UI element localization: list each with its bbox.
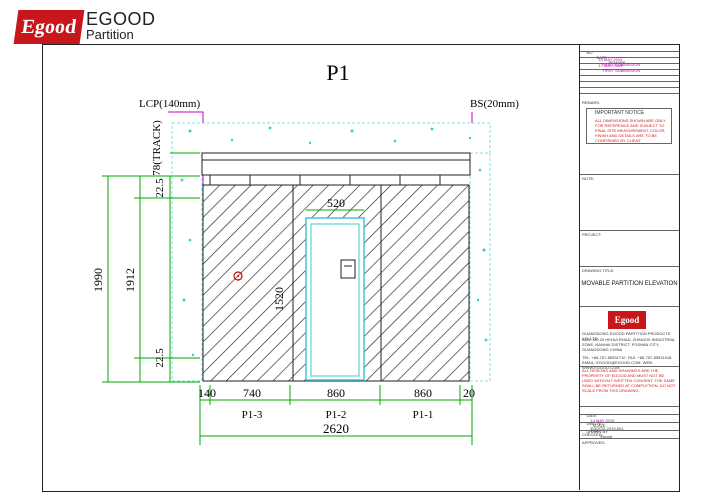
panel-p1-3	[202, 184, 294, 382]
logo-subtitle: Partition	[86, 27, 134, 42]
dim-door-height: 1520	[272, 287, 286, 311]
notice-body: ALL DIMENSIONS SHOWN ARE ONLY FOR REFERE…	[595, 118, 667, 143]
dwg-label: DWG NO.	[586, 421, 605, 426]
notice-box: IMPORTANT NOTICE ALL DIMENSIONS SHOWN AR…	[586, 108, 672, 144]
date-value: 14 MAY 2019	[590, 418, 615, 423]
company-address: ADD: NO.20 HEHUI ROAD, ZHANGXI INDUSTRIA…	[582, 337, 677, 352]
note-label: NOTE:	[582, 176, 595, 181]
drawing-title: P1	[326, 60, 349, 85]
handle-icon	[233, 271, 243, 281]
track	[201, 152, 471, 176]
dwg-value: EGOOD-2019-001	[590, 426, 624, 431]
checked-label: CHECKED:	[582, 432, 603, 437]
approved-label: APPROVED:	[582, 440, 606, 445]
dim-860-a: 860	[327, 386, 345, 400]
remark-label: REMARK:	[582, 100, 601, 105]
dim-track: 78(TRACK)	[151, 120, 163, 176]
company-contact: TEL: +86-757-85931710 FAX: +86-757-85931…	[582, 355, 672, 370]
ceiling-slab	[171, 122, 491, 154]
label-p1-1: P1-1	[413, 409, 434, 421]
dim-total: 2620	[323, 421, 349, 436]
logo-brand: EGOOD	[86, 9, 156, 29]
dim-overall-height: 1990	[91, 268, 105, 292]
panel-p1-1	[380, 184, 470, 382]
rev-date-2: 17 MAY 2019	[598, 63, 623, 68]
left-wall	[171, 152, 203, 382]
dim-bottom: 22.5	[154, 348, 166, 368]
dim-door-width: 520	[327, 196, 345, 210]
door-lock	[340, 259, 356, 279]
title-block-logo: Egood	[608, 311, 646, 329]
rev-no-header: NO	[586, 50, 593, 55]
dim-top: 22.5	[154, 178, 166, 198]
label-p1-3: P1-3	[242, 409, 263, 421]
right-wall	[469, 152, 491, 382]
company-name: GUANGDONG EGOOD PARTITION PRODUCTS CO.,L…	[582, 331, 672, 341]
dim-740: 740	[243, 386, 261, 400]
notice-title: IMPORTANT NOTICE	[595, 110, 645, 116]
dim-140: 140	[198, 386, 216, 400]
drawing-frame	[42, 44, 680, 492]
dim-20: 20	[463, 386, 475, 400]
drawn-value: Egood	[600, 434, 613, 439]
rev-remark-1: FIRST SUBMISSION	[602, 62, 641, 67]
scale-label: SCALE	[592, 423, 606, 428]
drawn-label: DRAWN BY	[586, 429, 608, 434]
rev-remark-2: FIRST SUBMISSION	[602, 68, 641, 73]
dim-inner-height: 1912	[123, 268, 137, 292]
dim-860-b: 860	[414, 386, 432, 400]
rev-date-1: 10 MAY 2019	[598, 57, 623, 62]
date-label: DATE	[586, 413, 597, 418]
project-label: PROJECT:	[582, 232, 602, 237]
company-logo: Egood EGOOD Partition	[13, 9, 156, 44]
label-p1-2: P1-2	[326, 409, 347, 421]
title-block: NO DATE REMARK 10 MAY 2019 FIRST SUBMISS…	[579, 44, 679, 490]
right-label: BS(20mm)	[470, 98, 519, 110]
drawing-title-value: MOVABLE PARTITION ELEVATION	[581, 281, 678, 287]
door-frame	[305, 217, 365, 381]
left-label: LCP(140mm)	[139, 98, 200, 110]
drawing-title-label: DRAWING TITLE:	[582, 268, 615, 273]
rev-remark-header: REMARK	[608, 60, 626, 65]
legal-notice: ALL DESIGNS AND DRAWINGS ARE THE PROPERT…	[582, 368, 677, 393]
